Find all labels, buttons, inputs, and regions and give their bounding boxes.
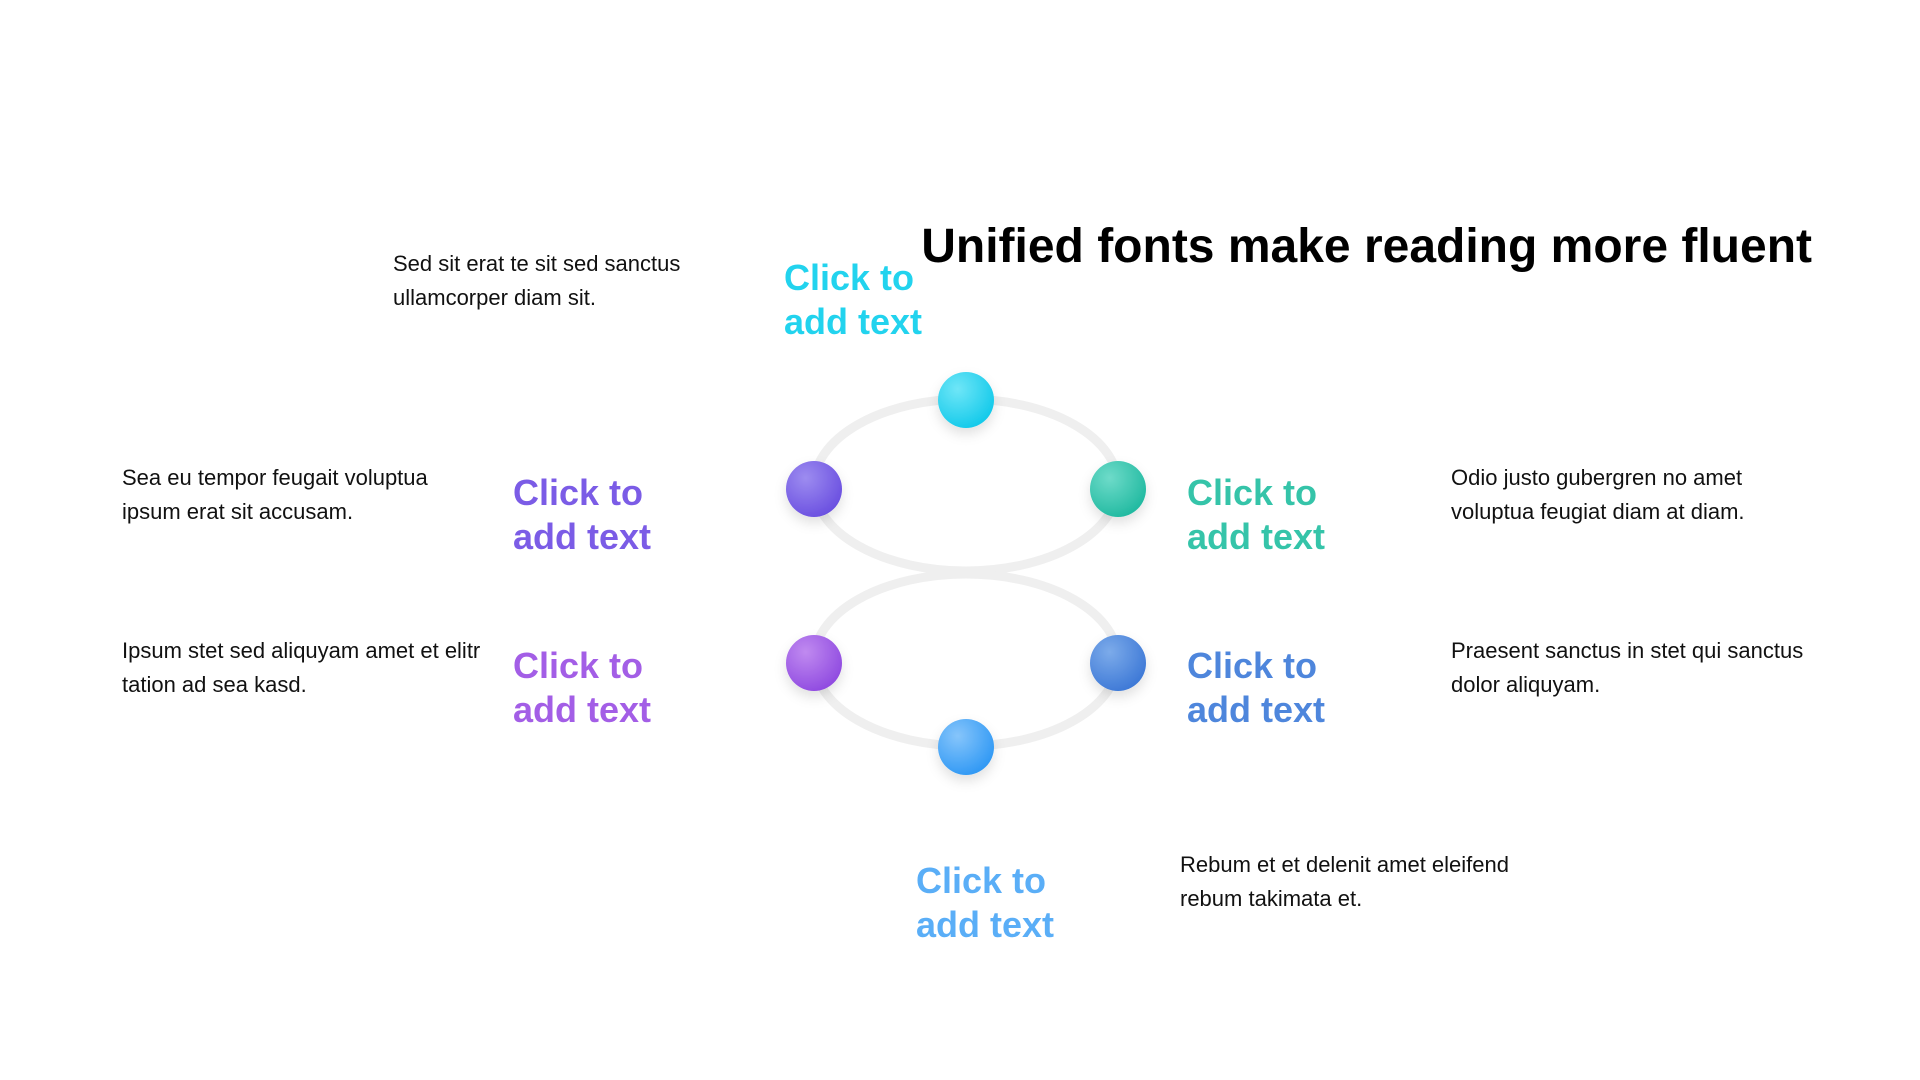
label-bottom[interactable]: Click to add text bbox=[916, 860, 1055, 945]
description-left-lower: Ipsum stet sed aliquyam amet et elitr ta… bbox=[122, 638, 481, 697]
node-right-upper bbox=[1090, 461, 1146, 517]
description-bottom: Rebum et et delenit amet eleifend rebum … bbox=[1180, 852, 1509, 911]
slide-title: Unified fonts make reading more fluent bbox=[921, 220, 1812, 274]
label-left-upper[interactable]: Click to add text bbox=[513, 472, 652, 557]
label-right-lower[interactable]: Click to add text bbox=[1187, 645, 1326, 730]
node-left-upper bbox=[786, 461, 842, 517]
label-left-lower[interactable]: Click to add text bbox=[513, 645, 652, 730]
node-bottom bbox=[938, 719, 994, 775]
node-top bbox=[938, 372, 994, 428]
description-left-upper: Sea eu tempor feugait voluptua ipsum era… bbox=[122, 465, 428, 524]
description-right-lower: Praesent sanctus in stet qui sanctus dol… bbox=[1451, 638, 1804, 697]
label-right-upper[interactable]: Click to add text bbox=[1187, 472, 1326, 557]
label-top[interactable]: Click to add text bbox=[784, 257, 923, 342]
node-right-lower bbox=[1090, 635, 1146, 691]
description-right-upper: Odio justo gubergren no amet voluptua fe… bbox=[1451, 465, 1745, 524]
description-top: Sed sit erat te sit sed sanctus ullamcor… bbox=[393, 251, 681, 310]
node-left-lower bbox=[786, 635, 842, 691]
